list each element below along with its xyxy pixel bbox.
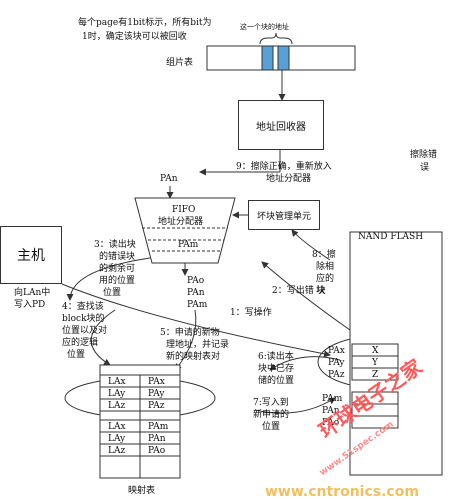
map-row-5-pa: PAo — [148, 446, 166, 456]
fifo-subtitle: 地址分配器 — [158, 217, 204, 227]
step3-line2: 的错误块 — [99, 252, 136, 262]
nand-block1-paz: PAz — [328, 370, 345, 380]
step4-line3: 位置以及对 — [62, 326, 108, 336]
host-label: 主机 — [17, 248, 45, 264]
step7-line2: 新申请的 — [253, 410, 290, 420]
nand-block2-pam: PAm — [322, 394, 343, 404]
nand-title: NAND FLASH — [358, 232, 424, 242]
map-row-4-la: LAy — [108, 434, 126, 444]
step8-line2: 除相 — [316, 262, 335, 272]
map-row-1-la: LAy — [108, 389, 126, 399]
erase-error-line1: 擦除错 — [410, 150, 438, 160]
fifo-pan-label: PAn — [160, 174, 178, 184]
step2-label: 2：写出错 块 — [272, 286, 326, 296]
host-caption-line1: 向LAn中 — [14, 288, 51, 298]
step7-line3: 位置 — [262, 422, 281, 432]
fifo-title: FIFO — [172, 205, 196, 215]
map-row-0-pa: PAx — [148, 377, 165, 387]
map-title: 映射表 — [128, 486, 156, 496]
step4-line5: 位置 — [67, 350, 86, 360]
step6-line2: 块中已存 — [258, 364, 295, 374]
map-row-2-la: LAz — [108, 401, 126, 411]
top-note-line2: 1时，确定该块可以被回收 — [82, 32, 187, 42]
step3-line5: 位置 — [103, 288, 122, 298]
step3-line4: 用的位置 — [99, 276, 136, 286]
step4-line2: block块的 — [62, 314, 105, 324]
step3-line3: 的剩余可 — [99, 264, 136, 274]
nand-block2-pan: PAn — [322, 406, 340, 416]
map-row-5-la: LAz — [108, 446, 126, 456]
map-row-2-pa: PAz — [148, 401, 165, 411]
map-row-3-la: LAx — [108, 422, 126, 432]
step8-line3: 应的 — [316, 274, 335, 284]
step5-line3: 新的映射表对 — [166, 352, 221, 362]
nand-block1-x: X — [372, 346, 379, 356]
host-caption-line2: 写入PD — [14, 300, 46, 310]
watermark-line3: www.cntronics.com — [265, 484, 419, 500]
nand-block2-pao: PAo — [322, 418, 340, 428]
step4-line1: 4：查找该 — [62, 302, 104, 312]
fifo-pam-label: PAm — [178, 240, 199, 250]
step7-line1: 7:写入到 — [253, 398, 289, 408]
step3-line1: 3：读出块 — [94, 240, 136, 250]
bad-block-manager: 坏块管理单元 — [248, 200, 320, 230]
nand-block1-y: Y — [372, 358, 378, 368]
step1-label: 1：写操作 — [230, 308, 272, 318]
pa-stack-2: PAm — [187, 300, 208, 310]
step9-line1: 9：擦除正确，重新放入 — [236, 162, 332, 172]
map-row-1-pa: PAy — [148, 389, 165, 399]
step8-line4: 块 — [316, 286, 326, 296]
nand-block1-z: Z — [372, 370, 379, 380]
step9-line2: 地址分配器 — [266, 174, 312, 184]
address-recycler: 地址回收器 — [238, 100, 324, 150]
top-note-line1: 每个page有1bit标示，所有bit为 — [78, 18, 212, 28]
bitmap-brace-label: 这一个块的地址 — [240, 23, 289, 31]
map-row-0-la: LAx — [108, 377, 126, 387]
pa-stack-1: PAn — [187, 288, 205, 298]
nand-block1-pay: PAy — [328, 358, 345, 368]
step6-line1: 6:读出本 — [258, 352, 294, 362]
host-box: 主机 — [0, 226, 62, 284]
step8-line1: 8：擦 — [312, 250, 336, 260]
erase-error-line2: 误 — [420, 163, 430, 173]
step5-line1: 5：申请的新物 — [160, 328, 220, 338]
step6-line3: 储的位置 — [258, 376, 295, 386]
step4-line4: 应的逻辑 — [62, 338, 99, 348]
bitmap-title: 组片表 — [166, 58, 194, 68]
nand-block1-pax: PAx — [328, 346, 345, 356]
address-recycler-label: 地址回收器 — [256, 121, 306, 133]
pa-stack-0: PAo — [187, 276, 205, 286]
bad-block-manager-label: 坏块管理单元 — [256, 211, 311, 222]
step5-line2: 理地址，并记录 — [166, 340, 230, 350]
map-row-4-pa: PAn — [148, 434, 166, 444]
map-row-3-pa: PAm — [148, 422, 169, 432]
